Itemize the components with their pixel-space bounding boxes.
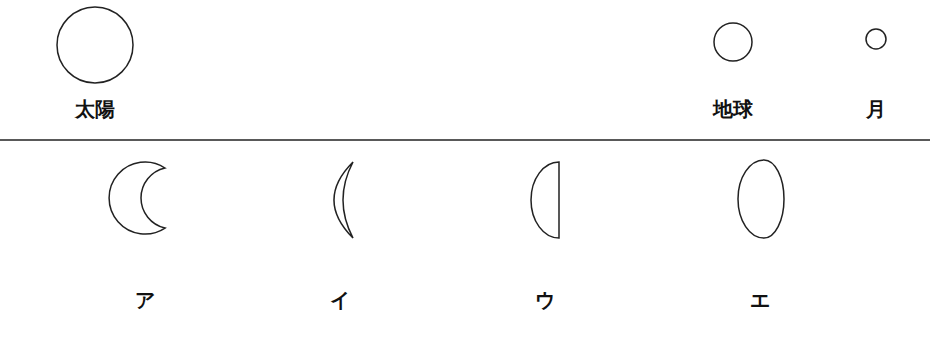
body-label: 地球	[713, 97, 753, 121]
sun-circle-outline	[55, 5, 135, 85]
moon-circle: 月	[865, 28, 887, 121]
earth-circle: 地球	[713, 22, 753, 121]
separator-line	[0, 139, 930, 141]
gibbous-moon-outline	[734, 158, 786, 240]
half-moon: ウ	[529, 160, 561, 312]
moon-circle-outline	[865, 28, 887, 50]
thin-crescent-moon: イ	[323, 160, 357, 312]
thin-crescent-moon-outline	[323, 160, 357, 240]
body-label: ウ	[535, 288, 555, 312]
crescent-moon: ア	[107, 160, 183, 312]
gibbous-moon: エ	[734, 158, 786, 312]
crescent-moon-outline	[107, 160, 183, 238]
body-label: エ	[750, 288, 770, 312]
earth-circle-outline	[713, 22, 753, 62]
half-moon-outline	[529, 160, 561, 240]
body-label: 月	[866, 97, 886, 121]
body-label: ア	[135, 288, 155, 312]
sun-circle: 太陽	[55, 5, 135, 121]
body-label: イ	[330, 288, 350, 312]
body-label: 太陽	[75, 97, 115, 121]
